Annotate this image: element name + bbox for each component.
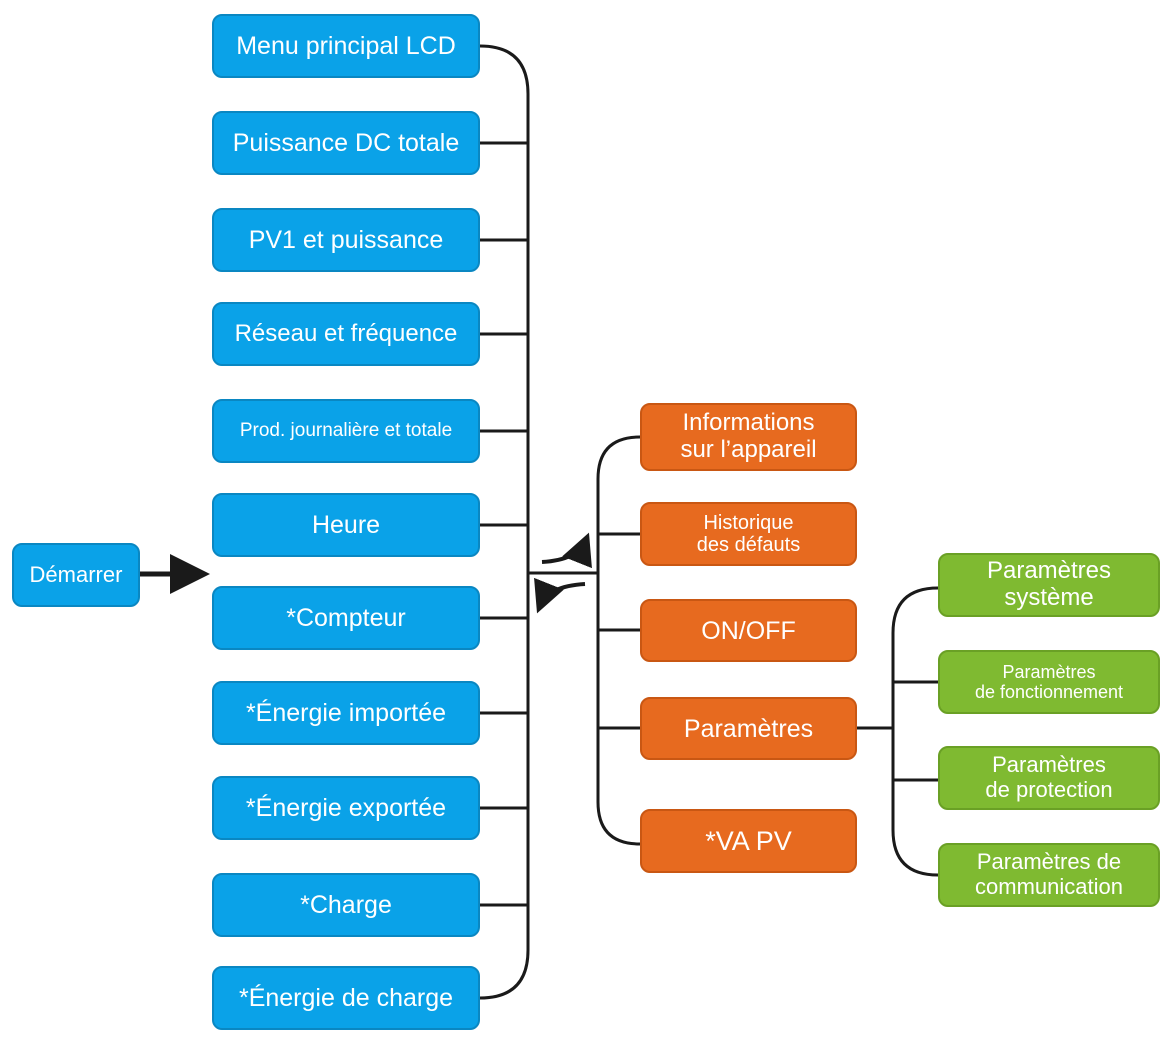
main-menu-bracket xyxy=(479,44,530,1000)
menu-item-load[interactable]: *Charge xyxy=(212,873,480,937)
settings-bracket xyxy=(891,586,939,877)
menu-item-exported-energy[interactable]: *Énergie exportée xyxy=(212,776,480,840)
sub-menu-bracket xyxy=(596,435,641,846)
menu-item-meter[interactable]: *Compteur xyxy=(212,586,480,650)
menu-item-daily-total-production[interactable]: Prod. journalière et totale xyxy=(212,399,480,463)
start-button[interactable]: Démarrer xyxy=(12,543,140,607)
settings-item-communication[interactable]: Paramètres de communication xyxy=(938,843,1160,907)
settings-item-protection[interactable]: Paramètres de protection xyxy=(938,746,1160,810)
menu-item-time[interactable]: Heure xyxy=(212,493,480,557)
submenu-item-va-pv[interactable]: *VA PV xyxy=(640,809,857,873)
menu-item-lcd-main[interactable]: Menu principal LCD xyxy=(212,14,480,78)
back-curved-arrow xyxy=(534,577,586,614)
menu-item-imported-energy[interactable]: *Énergie importée xyxy=(212,681,480,745)
submenu-item-on-off[interactable]: ON/OFF xyxy=(640,599,857,662)
submenu-item-parameters[interactable]: Paramètres xyxy=(640,697,857,760)
menu-item-grid-frequency[interactable]: Réseau et fréquence xyxy=(212,302,480,366)
menu-item-pv1-power[interactable]: PV1 et puissance xyxy=(212,208,480,272)
settings-item-system[interactable]: Paramètres système xyxy=(938,553,1160,617)
submenu-item-fault-history[interactable]: Historique des défauts xyxy=(640,502,857,566)
forward-curved-arrow xyxy=(541,532,592,569)
submenu-item-device-info[interactable]: Informations sur l’appareil xyxy=(640,403,857,471)
settings-item-operation[interactable]: Paramètres de fonctionnement xyxy=(938,650,1160,714)
menu-item-load-energy[interactable]: *Énergie de charge xyxy=(212,966,480,1030)
menu-item-total-dc-power[interactable]: Puissance DC totale xyxy=(212,111,480,175)
